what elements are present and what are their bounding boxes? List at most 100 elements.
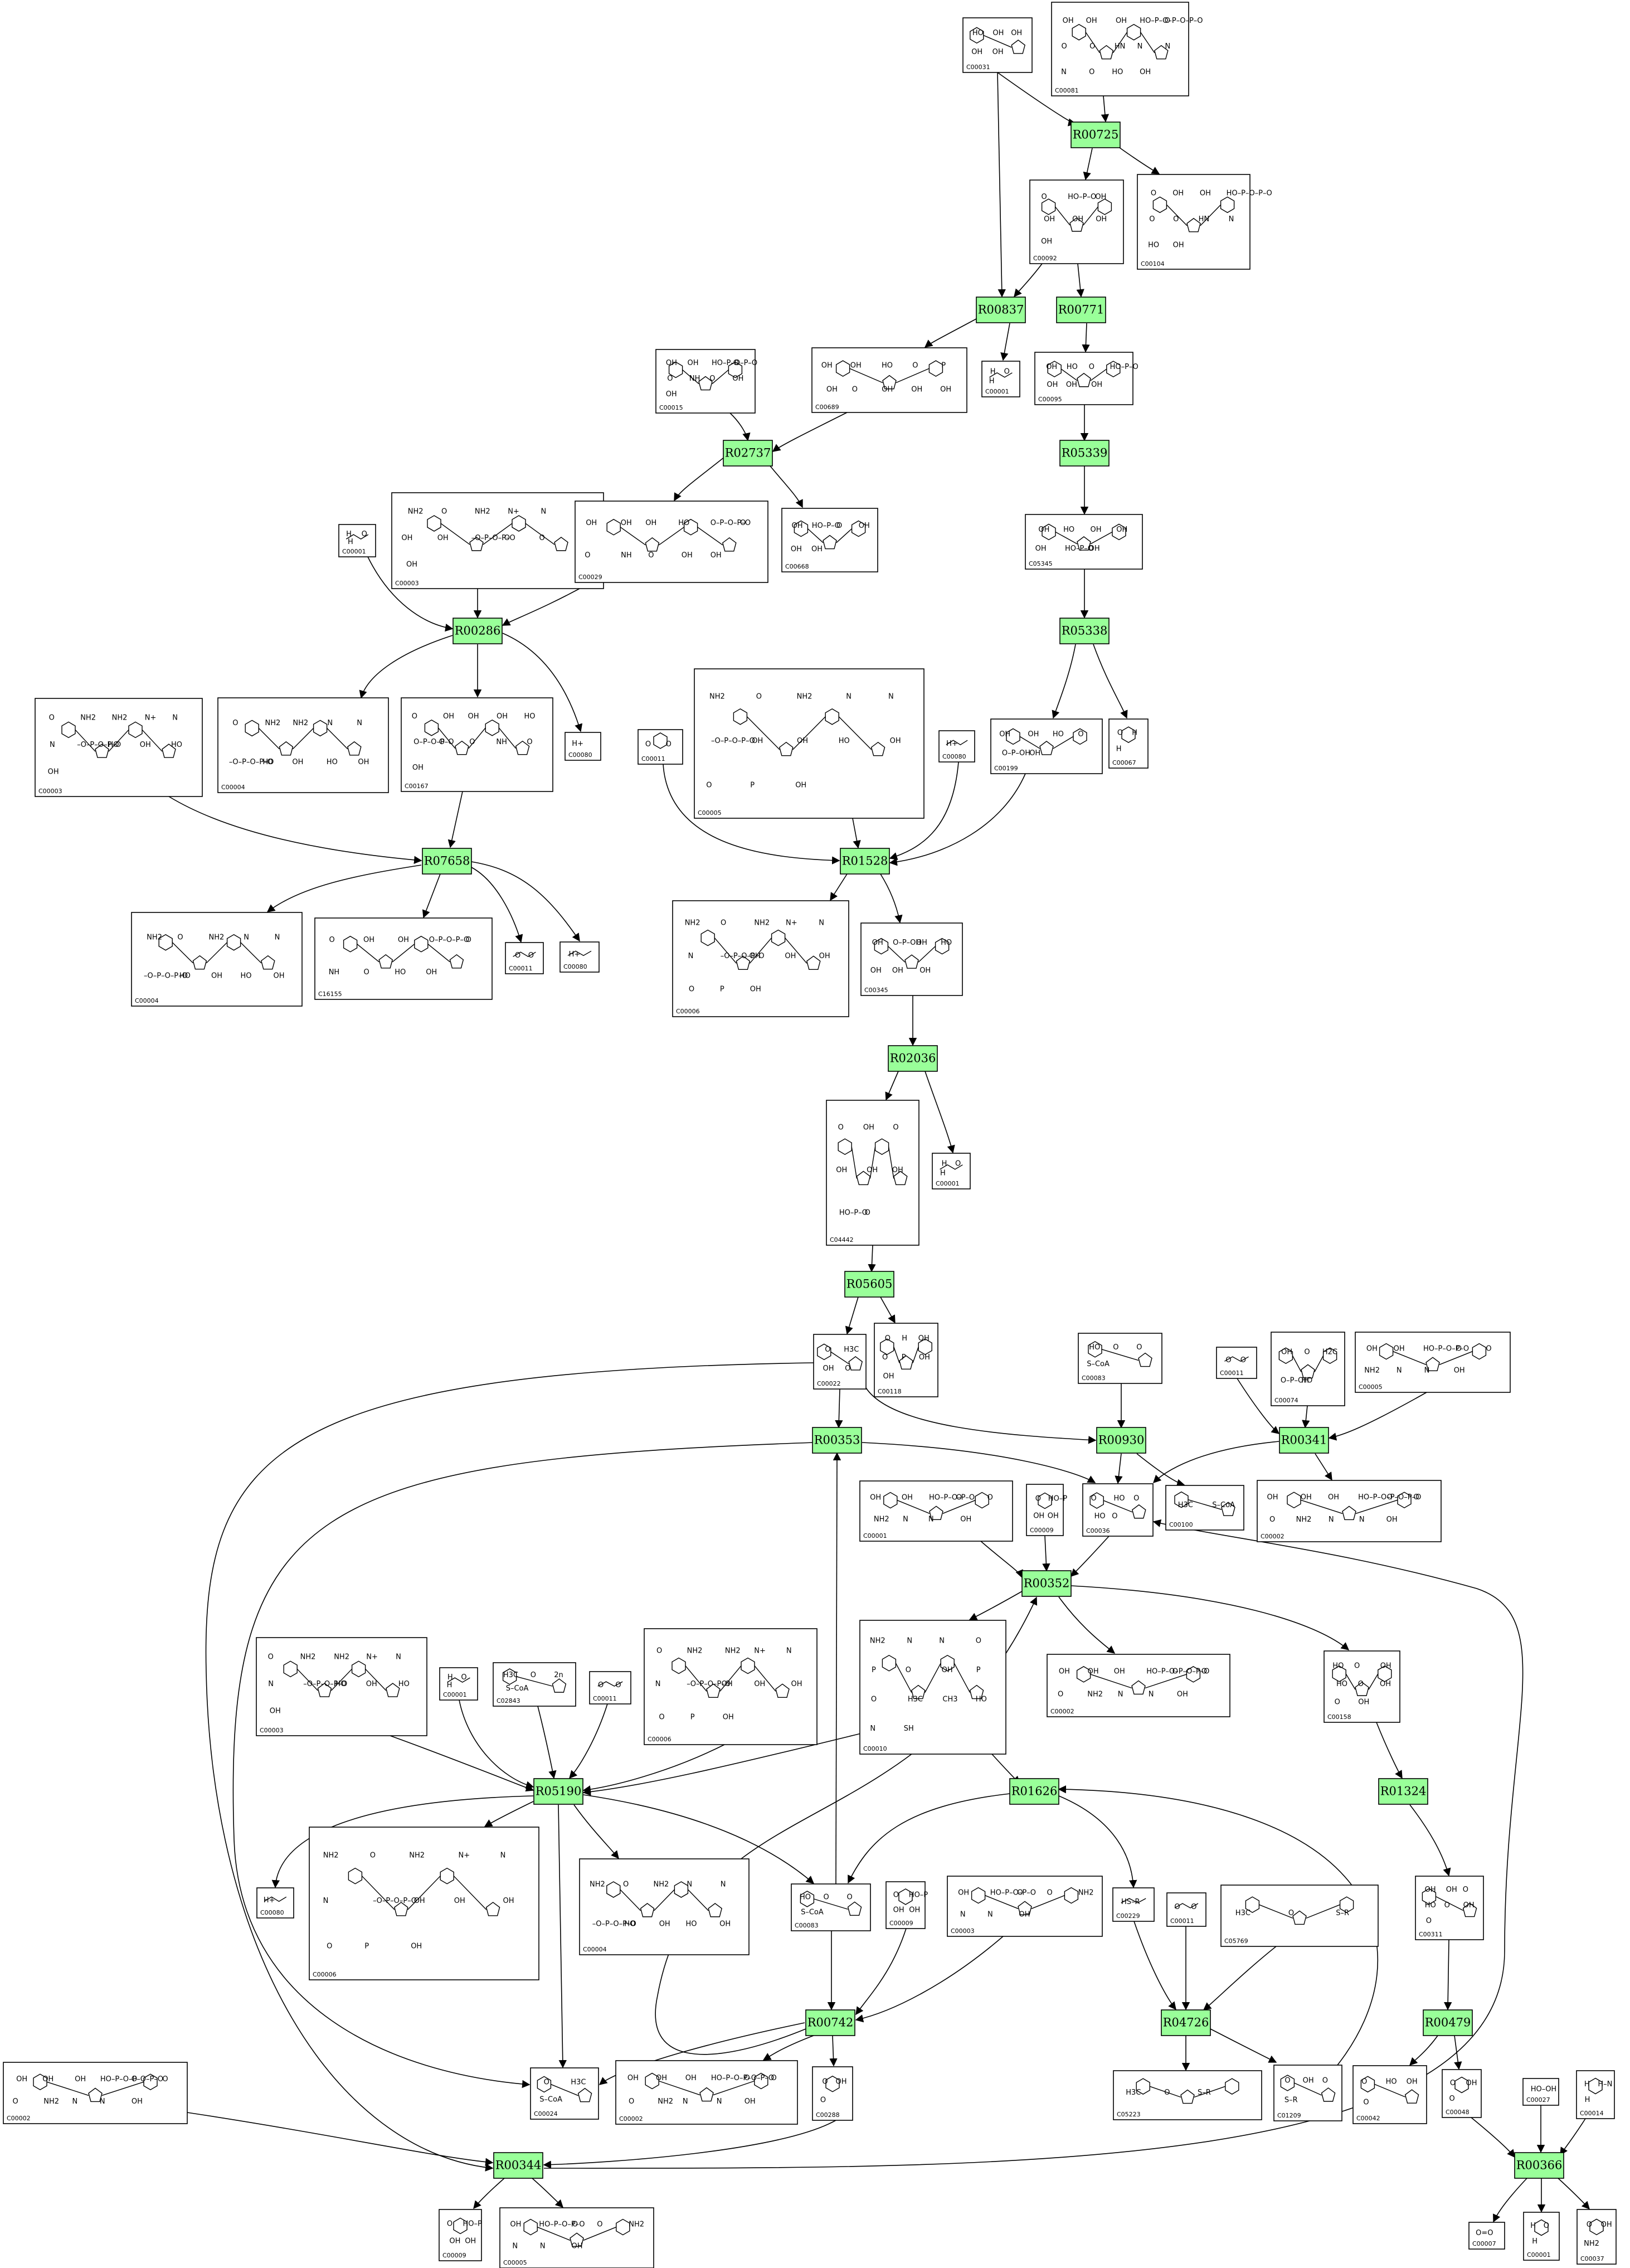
reaction-node[interactable]: R00479	[1423, 2009, 1473, 2036]
reaction-node[interactable]: R00341	[1279, 1427, 1329, 1454]
reaction-node[interactable]: R00286	[452, 618, 503, 644]
reaction-node[interactable]: R00930	[1096, 1427, 1146, 1454]
compound-id-label: C00345	[864, 987, 888, 994]
reaction-node[interactable]: R00742	[805, 2009, 855, 2036]
reaction-node[interactable]: R00366	[1514, 2152, 1564, 2179]
reaction-node[interactable]: R00344	[493, 2152, 543, 2179]
reaction-node[interactable]: R00353	[812, 1427, 862, 1454]
reaction-node[interactable]: R05605	[844, 1271, 894, 1298]
reaction-node[interactable]: R07658	[422, 848, 472, 875]
reaction-node[interactable]: R00725	[1071, 122, 1121, 148]
reaction-node[interactable]: R05339	[1059, 440, 1110, 467]
reaction-node[interactable]: R01528	[840, 848, 890, 875]
bond-line	[746, 716, 780, 750]
reaction-node[interactable]: R05338	[1059, 618, 1110, 644]
reaction-node[interactable]: R02036	[888, 1045, 938, 1072]
compound-id-label: C00080	[568, 751, 592, 759]
reaction-node[interactable]: R00771	[1056, 297, 1106, 323]
reaction-node[interactable]: R00352	[1021, 1570, 1072, 1597]
reaction-node[interactable]: R04726	[1161, 2009, 1211, 2036]
reaction-node[interactable]: R02737	[723, 440, 773, 467]
reaction-node[interactable]: R01324	[1378, 1778, 1428, 1805]
reaction-node[interactable]: R01626	[1009, 1778, 1059, 1805]
reaction-node[interactable]: R05190	[533, 1778, 583, 1805]
reaction-node[interactable]: R00837	[976, 297, 1026, 323]
